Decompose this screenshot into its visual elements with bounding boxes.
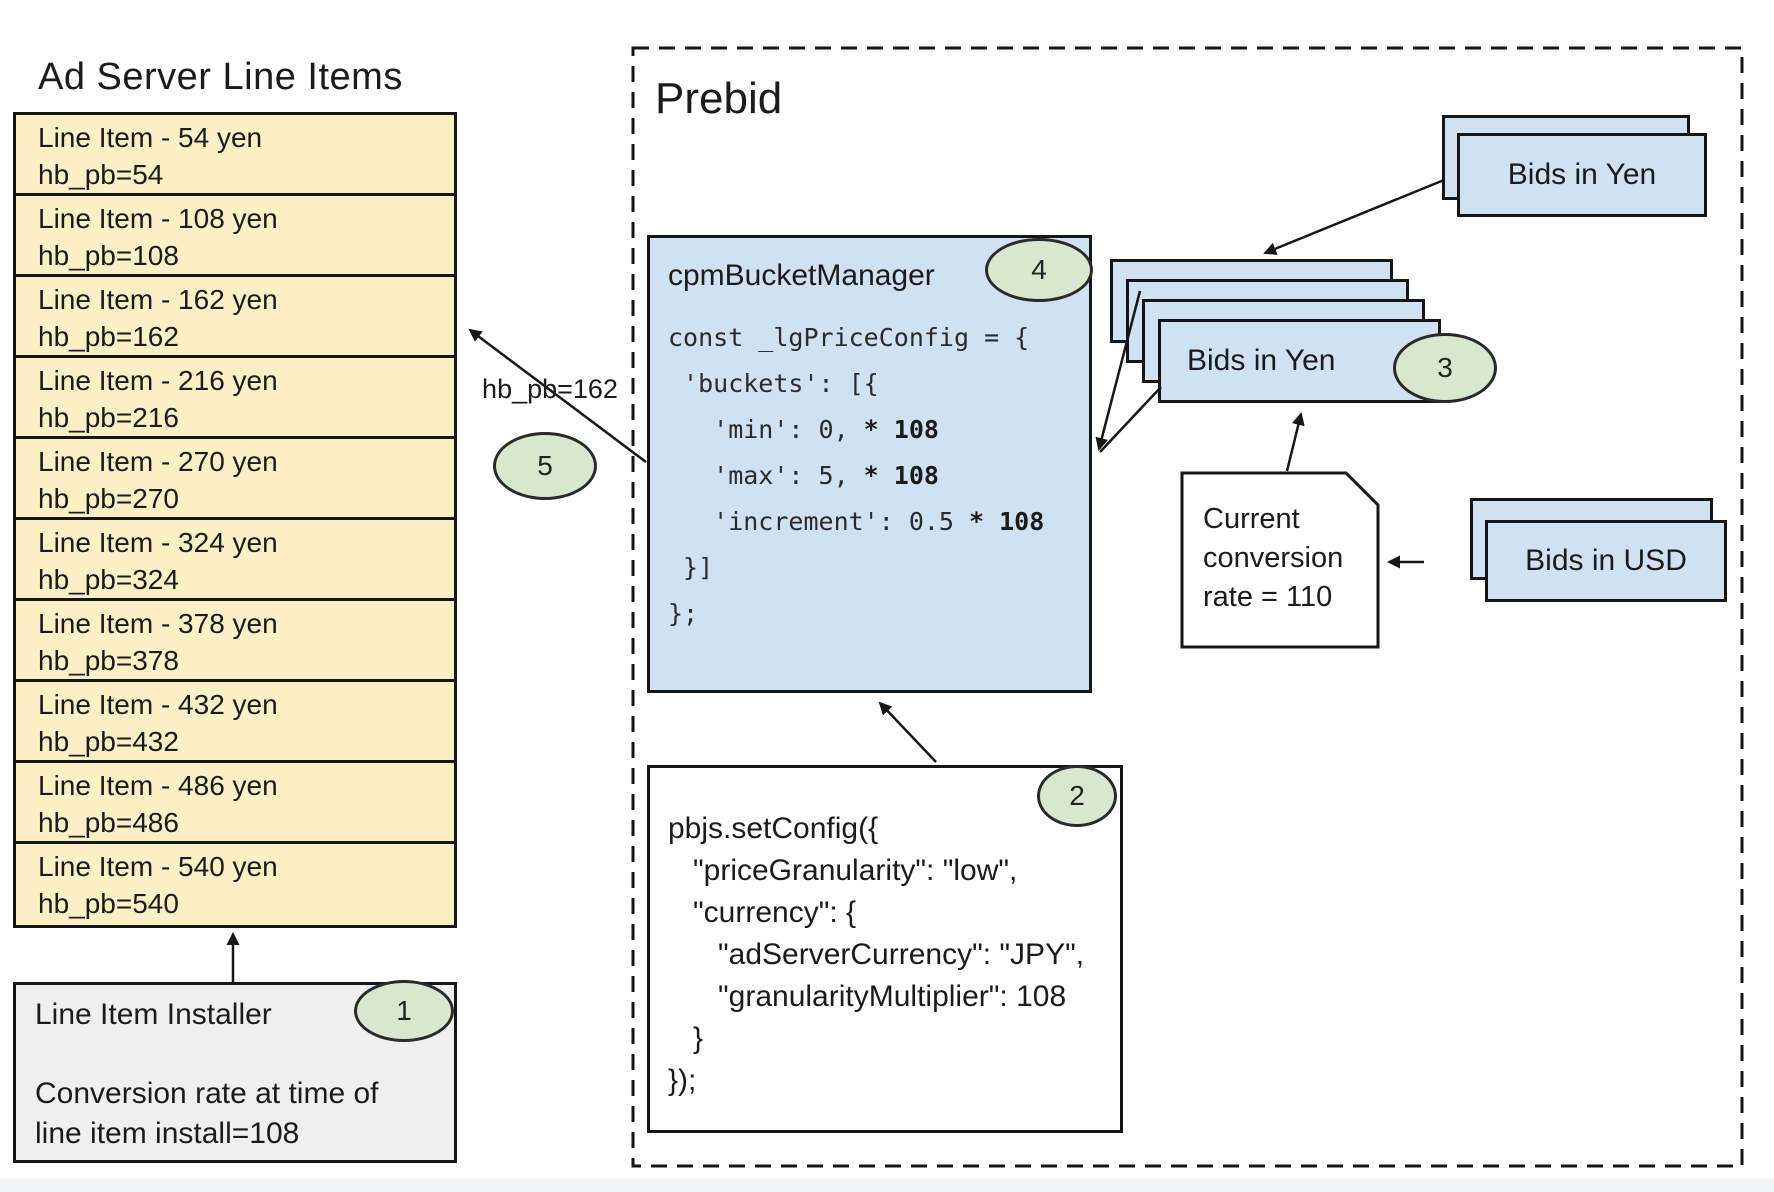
set-config-code: pbjs.setConfig({ "priceGranularity": "lo…: [668, 808, 1084, 1102]
line-item-title: Line Item - 108 yen: [38, 203, 278, 234]
line-item-title: Line Item - 324 yen: [38, 527, 278, 558]
line-item-title: Line Item - 540 yen: [38, 851, 278, 882]
line-item-title: Line Item - 378 yen: [38, 608, 278, 639]
bids-in-yen-top-card: Bids in Yen: [1457, 133, 1707, 217]
line-item-hb-pb: hb_pb=108: [38, 240, 179, 271]
conversion-note-text: Current conversion rate = 110: [1203, 500, 1343, 617]
code-multiplier: * 108: [863, 415, 939, 444]
line-item-hb-pb: hb_pb=270: [38, 483, 179, 514]
installer-description-line: line item install=108: [35, 1117, 300, 1150]
conversion-note-line: conversion: [1203, 542, 1344, 574]
line-item-hb-pb: hb_pb=378: [38, 645, 179, 676]
price-config-code-line: 'min': 0, * 108: [668, 407, 1044, 453]
set-config-code-line: pbjs.setConfig({: [668, 812, 879, 845]
code-text: };: [668, 599, 699, 628]
price-config-code-line: };: [668, 591, 1044, 637]
line-item-title: Line Item - 216 yen: [38, 365, 278, 396]
price-config-code-line: const _lgPriceConfig = {: [668, 315, 1044, 361]
line-item-row: Line Item - 324 yen hb_pb=324: [16, 520, 454, 601]
line-item-hb-pb: hb_pb=324: [38, 564, 179, 595]
line-item-row: Line Item - 486 yen hb_pb=486: [16, 763, 454, 844]
line-item-row: Line Item - 54 yen hb_pb=54: [16, 115, 454, 196]
arrow-setconfig-to-bucket-manager: [878, 701, 937, 763]
arrow-yen-top-to-yen-stack: [1263, 178, 1445, 255]
code-text: 'max': 5,: [668, 461, 864, 490]
line-item-row: Line Item - 378 yen hb_pb=378: [16, 601, 454, 682]
prebid-title: Prebid: [655, 74, 783, 123]
line-item-hb-pb: hb_pb=540: [38, 888, 179, 919]
line-item-title: Line Item - 486 yen: [38, 770, 278, 801]
line-item-title: Line Item - 270 yen: [38, 446, 278, 477]
set-config-code-line: }: [668, 1022, 704, 1055]
line-item-row: Line Item - 540 yen hb_pb=540: [16, 844, 454, 925]
line-item-row: Line Item - 162 yen hb_pb=162: [16, 277, 454, 358]
bids-in-usd-card: Bids in USD: [1485, 520, 1727, 602]
line-item-hb-pb: hb_pb=162: [38, 321, 179, 352]
installer-description: Conversion rate at time of line item inst…: [35, 1074, 379, 1154]
code-text: }]: [668, 553, 714, 582]
price-config-code-line: }]: [668, 545, 1044, 591]
line-item-row: Line Item - 270 yen hb_pb=270: [16, 439, 454, 520]
price-config-code: const _lgPriceConfig = { 'buckets': [{ '…: [668, 315, 1044, 637]
set-config-code-line: "adServerCurrency": "JPY",: [668, 938, 1085, 971]
step-badge-5: 5: [493, 432, 597, 500]
installer-title: Line Item Installer: [35, 998, 272, 1031]
page-title: Ad Server Line Items: [38, 56, 403, 98]
step-badge-2: 2: [1037, 765, 1117, 827]
line-item-hb-pb: hb_pb=486: [38, 807, 179, 838]
step-badge-4: 4: [985, 238, 1093, 302]
code-text: const _lgPriceConfig = {: [668, 323, 1030, 352]
code-text: 'min': 0,: [668, 415, 864, 444]
set-config-code-line: "priceGranularity": "low",: [668, 854, 1018, 887]
installer-description-line: Conversion rate at time of: [35, 1077, 379, 1110]
line-item-hb-pb: hb_pb=54: [38, 159, 164, 190]
cpm-bucket-manager-label: cpmBucketManager: [668, 259, 935, 292]
step-badge-1: 1: [354, 980, 454, 1042]
conversion-note-line: rate = 110: [1203, 581, 1333, 613]
arrow-note-to-yen-stack: [1285, 412, 1305, 472]
bottom-band: [0, 1178, 1774, 1192]
arrow-yen-stack-to-bucket-manager-2: [1099, 386, 1162, 453]
price-config-code-line: 'buckets': [{: [668, 361, 1044, 407]
hb-pb-callout-label: hb_pb=162: [482, 374, 618, 404]
set-config-code-line: "currency": {: [668, 896, 857, 929]
bids-in-yen-top-label: Bids in Yen: [1507, 158, 1657, 191]
line-item-hb-pb: hb_pb=216: [38, 402, 179, 433]
line-item-row: Line Item - 216 yen hb_pb=216: [16, 358, 454, 439]
code-multiplier: * 108: [863, 461, 939, 490]
bids-in-yen-stack-label: Bids in Yen: [1187, 344, 1336, 377]
step-badge-3: 3: [1393, 333, 1497, 403]
line-item-row: Line Item - 432 yen hb_pb=432: [16, 682, 454, 763]
set-config-code-line: });: [668, 1064, 697, 1097]
line-item-title: Line Item - 162 yen: [38, 284, 278, 315]
line-item-row: Line Item - 108 yen hb_pb=108: [16, 196, 454, 277]
code-multiplier: * 108: [969, 507, 1045, 536]
price-config-code-line: 'increment': 0.5 * 108: [668, 499, 1044, 545]
code-text: 'buckets': [{: [668, 369, 879, 398]
set-config-code-line: "granularityMultiplier": 108: [668, 980, 1067, 1013]
price-config-code-line: 'max': 5, * 108: [668, 453, 1044, 499]
bids-in-usd-label: Bids in USD: [1525, 544, 1687, 577]
line-item-title: Line Item - 432 yen: [38, 689, 278, 720]
conversion-note-line: Current: [1203, 503, 1300, 535]
code-text: 'increment': 0.5: [668, 507, 970, 536]
line-item-hb-pb: hb_pb=432: [38, 726, 179, 757]
line-item-title: Line Item - 54 yen: [38, 122, 263, 153]
